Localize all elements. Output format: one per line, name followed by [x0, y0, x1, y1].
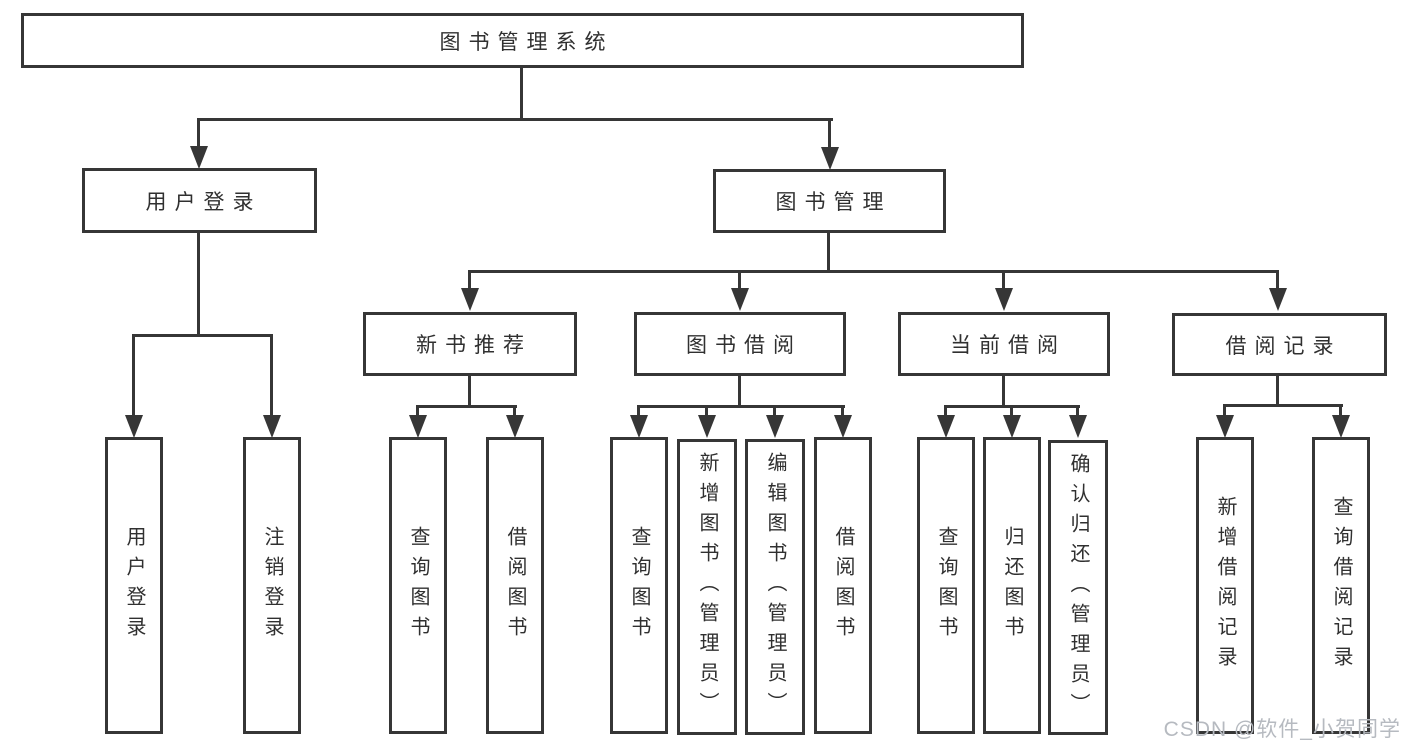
connector-line: [416, 405, 517, 408]
connector-line: [827, 231, 830, 273]
node-user-login: 用户登录: [82, 168, 317, 233]
connector-line: [197, 118, 833, 121]
connector-line: [773, 405, 776, 417]
leaf-query-borrow-record: 查询借阅记录: [1312, 437, 1370, 734]
connector-line: [1223, 404, 1343, 407]
leaf-confirm-return-admin: 确认归还（管理员）: [1048, 440, 1108, 735]
arrow-down-icon: [630, 415, 648, 438]
connector-line: [132, 334, 135, 416]
leaf-query-books-current-label: 查询图书: [935, 525, 957, 646]
leaf-confirm-return-admin-label: 确认归还（管理员）: [1067, 452, 1089, 723]
node-current-borrowing: 当前借阅: [898, 312, 1110, 376]
connector-line: [132, 334, 273, 337]
connector-line: [416, 405, 419, 417]
connector-line: [738, 270, 741, 288]
leaf-edit-book-admin: 编辑图书（管理员）: [745, 439, 805, 735]
arrow-down-icon: [698, 415, 716, 438]
leaf-query-books-current: 查询图书: [917, 437, 975, 734]
connector-line: [1276, 270, 1279, 288]
connector-line: [841, 405, 844, 417]
node-borrowing-records: 借阅记录: [1172, 313, 1387, 376]
connector-line: [828, 118, 831, 148]
leaf-add-book-admin-label: 新增图书（管理员）: [696, 452, 718, 722]
arrow-down-icon: [1269, 288, 1287, 311]
leaf-query-borrow-record-label: 查询借阅记录: [1330, 495, 1352, 676]
arrow-down-icon: [995, 288, 1013, 311]
node-book-management: 图书管理: [713, 169, 946, 233]
connector-line: [468, 270, 1279, 273]
node-book-borrowing-label: 图书借阅: [686, 334, 802, 357]
leaf-query-books-recommend: 查询图书: [389, 437, 447, 734]
connector-line: [270, 334, 273, 416]
arrow-down-icon: [1069, 415, 1087, 438]
connector-line: [197, 118, 200, 148]
leaf-add-borrow-record-label: 新增借阅记录: [1214, 495, 1236, 676]
csdn-watermark: CSDN @软件_小贺同学: [1163, 718, 1401, 741]
leaf-return-books-label: 归还图书: [1001, 525, 1023, 646]
arrow-down-icon: [506, 415, 524, 438]
arrow-down-icon: [1332, 415, 1350, 438]
leaf-edit-book-admin-label: 编辑图书（管理员）: [764, 452, 786, 722]
leaf-user-login: 用户登录: [105, 437, 163, 734]
connector-line: [197, 231, 200, 337]
node-borrowing-records-label: 借阅记录: [1225, 334, 1342, 358]
leaf-add-borrow-record: 新增借阅记录: [1196, 437, 1254, 734]
arrow-down-icon: [766, 415, 784, 438]
connector-line: [738, 374, 741, 408]
node-root: 图书管理系统: [21, 13, 1024, 68]
connector-line: [944, 405, 947, 417]
node-new-book-recommend-label: 新书推荐: [416, 334, 532, 357]
connector-line: [1002, 374, 1005, 408]
connector-line: [637, 405, 640, 417]
arrow-down-icon: [263, 415, 281, 438]
arrow-down-icon: [731, 288, 749, 311]
leaf-add-book-admin: 新增图书（管理员）: [677, 439, 737, 735]
leaf-logout-label: 注销登录: [261, 525, 283, 646]
leaf-borrow-books-recommend-label: 借阅图书: [504, 525, 526, 646]
connector-line: [513, 405, 516, 417]
leaf-query-books-borrow-label: 查询图书: [628, 525, 650, 646]
connector-line: [1223, 404, 1226, 417]
leaf-borrow-books-borrow: 借阅图书: [814, 437, 872, 734]
arrow-down-icon: [1003, 415, 1021, 438]
node-current-borrowing-label: 当前借阅: [950, 334, 1066, 357]
arrow-down-icon: [461, 288, 479, 311]
arrow-down-icon: [937, 415, 955, 438]
node-root-label: 图书管理系统: [439, 30, 614, 54]
connector-line: [637, 405, 845, 408]
connector-line: [468, 270, 471, 288]
arrow-down-icon: [409, 415, 427, 438]
node-new-book-recommend: 新书推荐: [363, 312, 577, 376]
node-book-management-label: 图书管理: [775, 191, 892, 214]
node-user-login-label: 用户登录: [145, 190, 262, 214]
connector-line: [1339, 404, 1342, 417]
connector-line: [1076, 405, 1079, 417]
leaf-query-books-borrow: 查询图书: [610, 437, 668, 734]
leaf-logout: 注销登录: [243, 437, 301, 734]
connector-line: [468, 374, 471, 408]
arrow-down-icon: [190, 146, 208, 169]
connector-line: [705, 405, 708, 417]
arrow-down-icon: [125, 415, 143, 438]
connector-line: [520, 66, 523, 120]
leaf-user-login-label: 用户登录: [123, 525, 145, 646]
arrow-down-icon: [1216, 415, 1234, 438]
arrow-down-icon: [821, 147, 839, 170]
connector-line: [1010, 405, 1013, 417]
connector-line: [1276, 374, 1279, 407]
leaf-query-books-recommend-label: 查询图书: [407, 525, 429, 646]
leaf-borrow-books-borrow-label: 借阅图书: [832, 525, 854, 646]
leaf-return-books: 归还图书: [983, 437, 1041, 734]
node-book-borrowing: 图书借阅: [634, 312, 846, 376]
connector-line: [1002, 270, 1005, 288]
leaf-borrow-books-recommend: 借阅图书: [486, 437, 544, 734]
arrow-down-icon: [834, 415, 852, 438]
